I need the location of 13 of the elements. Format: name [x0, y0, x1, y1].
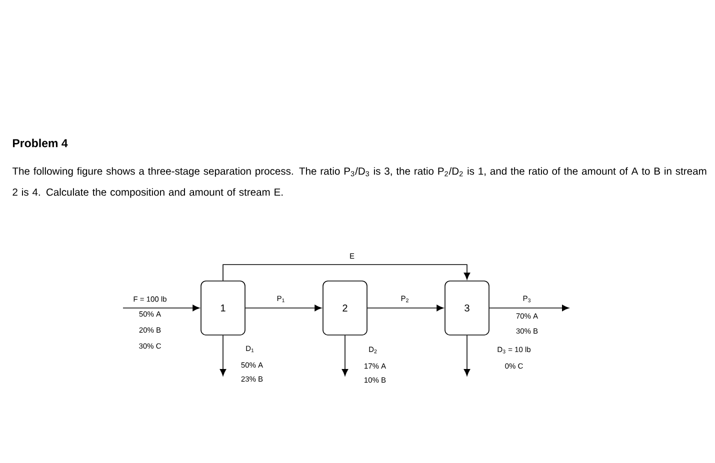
flow-arrow [245, 304, 322, 312]
leader-arrow [220, 335, 226, 376]
leader-arrow [122, 304, 200, 312]
leader-arrow [464, 335, 470, 376]
stage-box: 1 [200, 280, 246, 336]
leader-arrow [342, 335, 348, 376]
stage-box: 3 [444, 280, 490, 336]
flow-arrow [222, 264, 470, 281]
problem-text: The following figure shows a three-stage separation process. The ratio P$_{3}$/D$_{3}$ is 3, the ratio P$_{2}$/D$_{2}$ is 1, and the ratio of the amount of A to B in stream 2 is 4. Calculate the composition and amount of stream E. [12, 167, 706, 198]
flow-arrow [367, 304, 444, 312]
stage-box: 2 [322, 280, 368, 336]
heading: Problem 4 [12, 138, 68, 148]
leader-arrow [489, 304, 569, 312]
